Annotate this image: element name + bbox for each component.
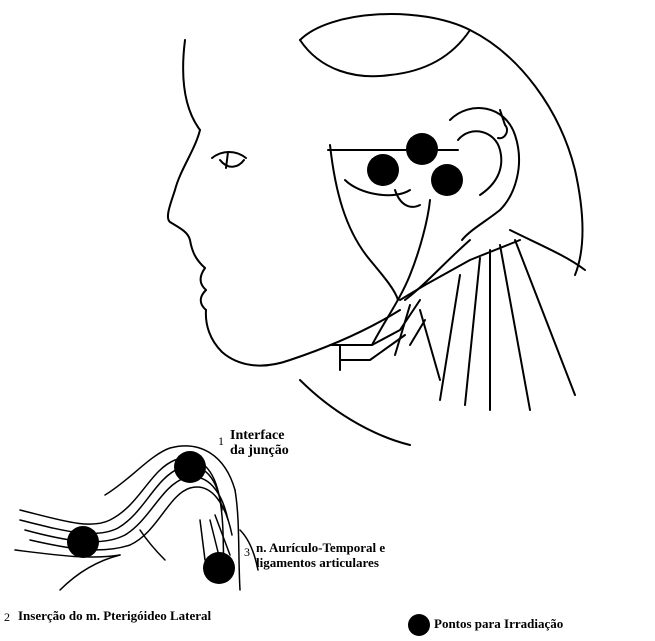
irradiation-point bbox=[203, 552, 235, 584]
label-auriculotemporal-line1: n. Aurículo-Temporal e bbox=[256, 540, 385, 555]
irradiation-point bbox=[67, 526, 99, 558]
label-number-2: 2 bbox=[4, 610, 10, 625]
label-interface: Interface da junção bbox=[230, 428, 289, 458]
label-auriculotemporal: n. Aurículo-Temporal e ligamentos articu… bbox=[256, 540, 385, 570]
label-number-1: 1 bbox=[218, 434, 224, 449]
irradiation-point bbox=[174, 451, 206, 483]
label-number-3: 3 bbox=[244, 545, 250, 560]
legend-label: Pontos para Irradiação bbox=[434, 616, 563, 631]
label-auriculotemporal-line2: ligamentos articulares bbox=[256, 555, 385, 570]
legend-dot-icon bbox=[408, 614, 430, 636]
label-interface-line2: da junção bbox=[230, 443, 289, 458]
label-pterygoid: Inserção do m. Pterigóideo Lateral bbox=[18, 608, 211, 623]
label-interface-line1: Interface bbox=[230, 428, 289, 443]
